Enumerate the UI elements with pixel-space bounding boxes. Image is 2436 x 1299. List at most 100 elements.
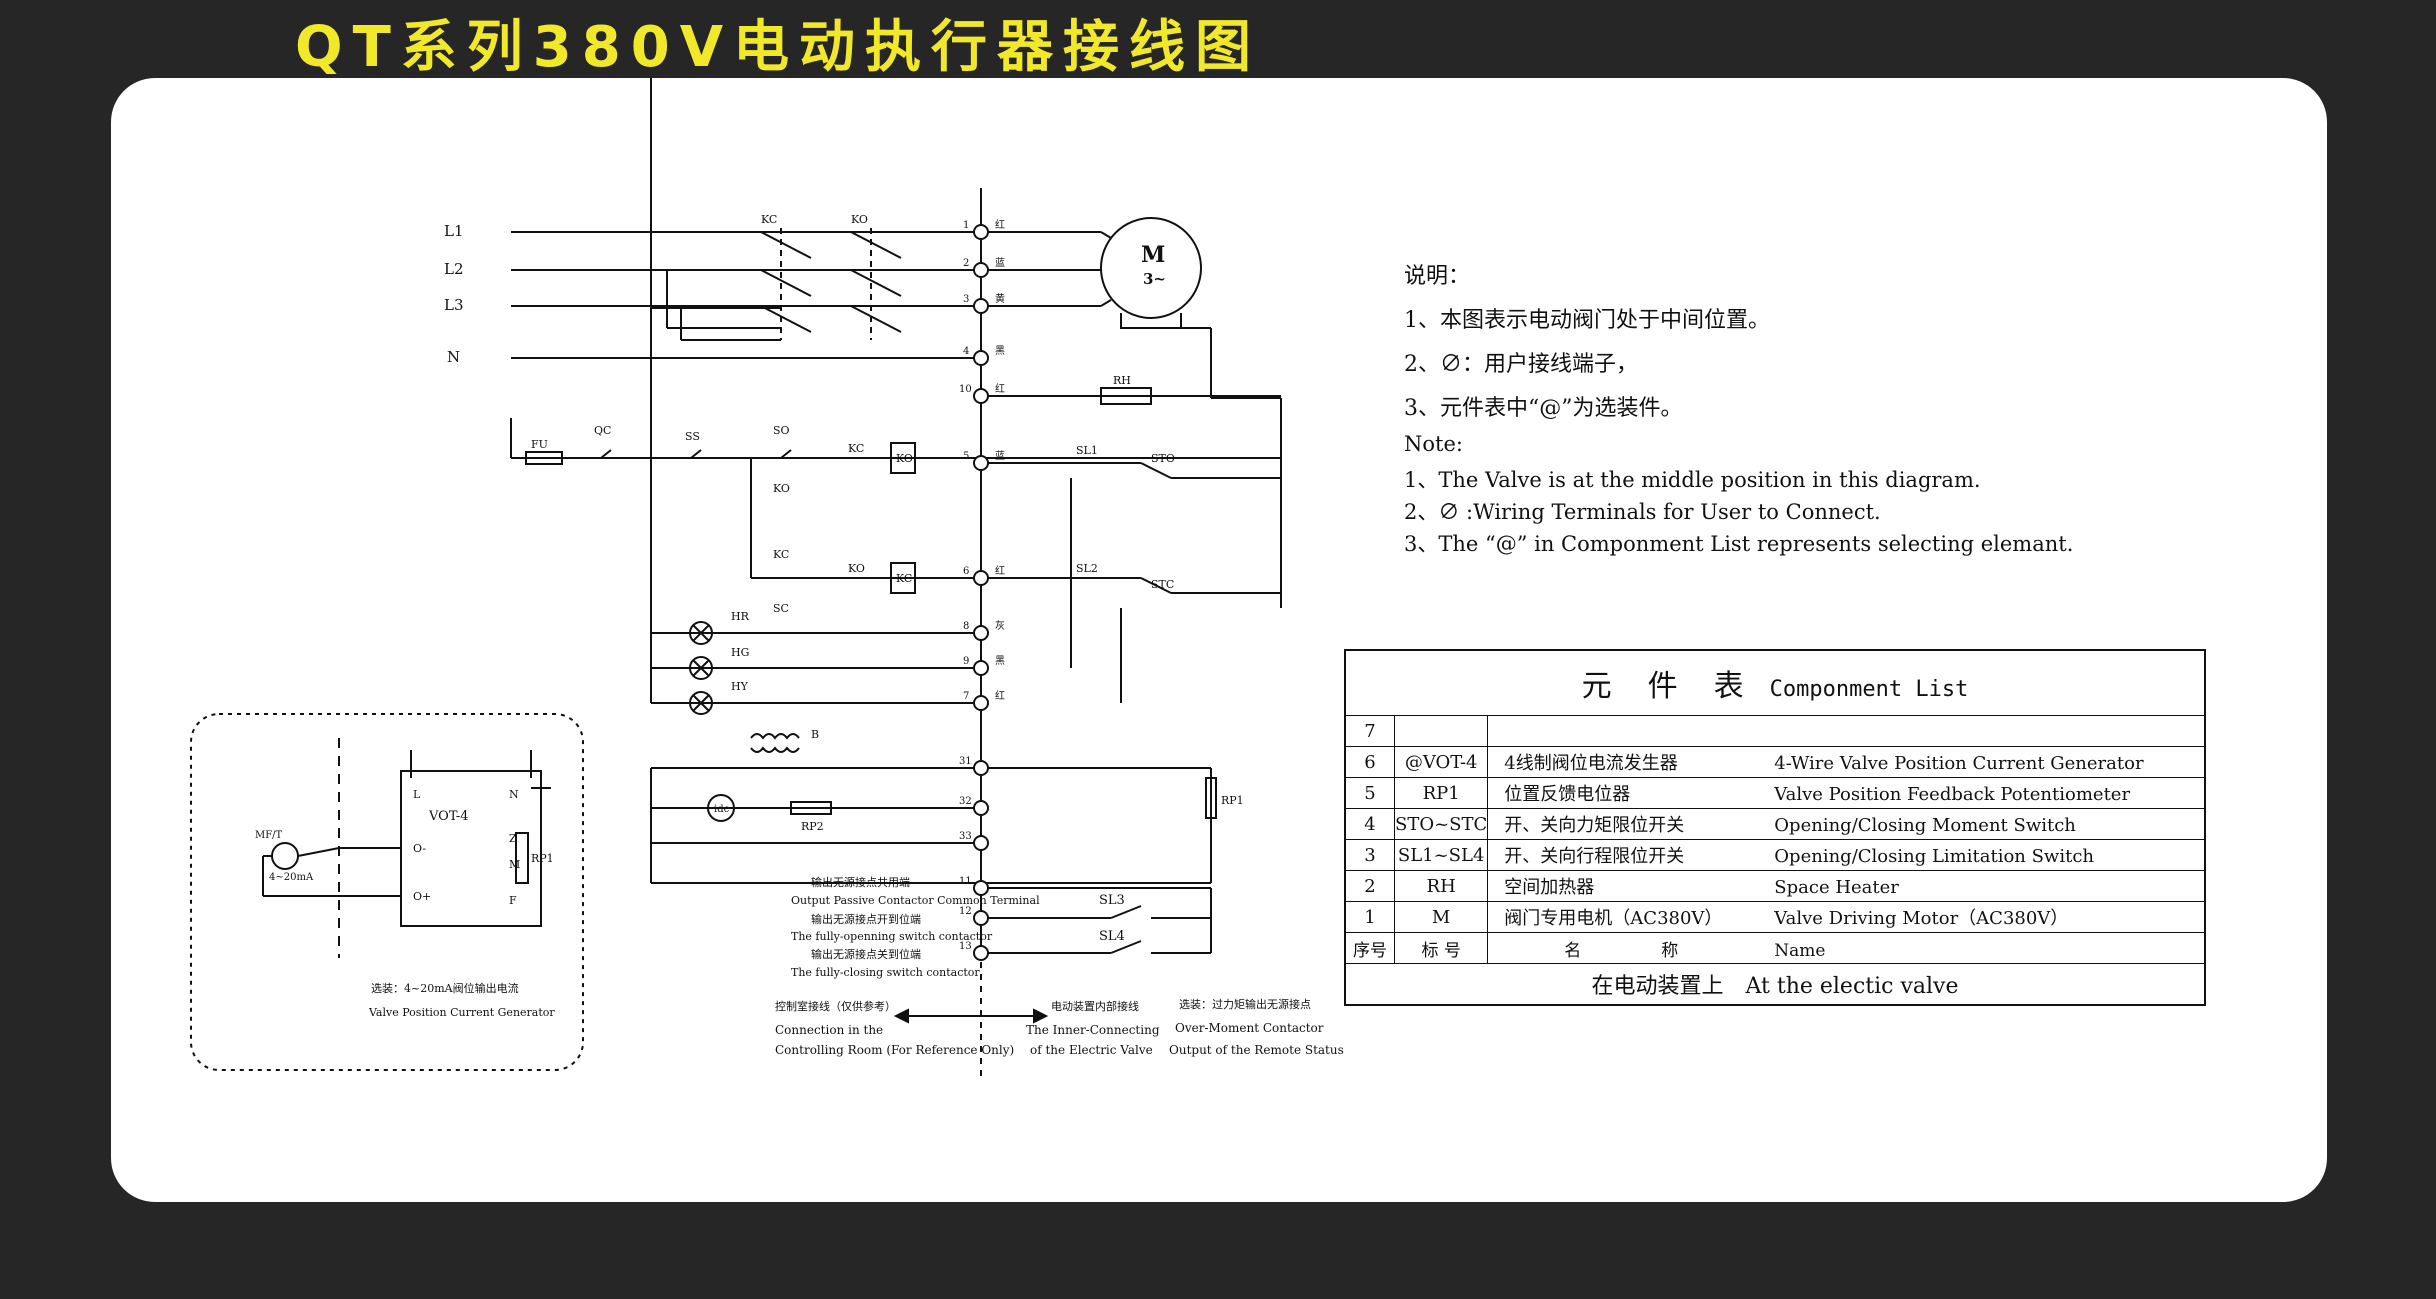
label-hr: HR	[731, 610, 750, 623]
wire-color-7: 红	[995, 689, 1005, 702]
label-idc: idc	[714, 804, 730, 815]
vot-terminal-n: N	[509, 788, 519, 801]
row-no: 1	[1344, 901, 1395, 933]
label-rp1: RP1	[1221, 794, 1244, 807]
row-no: 2	[1344, 870, 1395, 902]
wire-color-3: 黄	[995, 292, 1005, 305]
label-kc: KC	[848, 442, 864, 455]
wire-color-1: 红	[995, 218, 1005, 231]
label-so: SO	[773, 424, 790, 437]
row-name: 4线制阀位电流发生器 4-Wire Valve Position Current …	[1487, 746, 2206, 778]
label-sl3: SL3	[1099, 893, 1125, 908]
header-no: 序号	[1344, 932, 1395, 964]
wire-color-8: 灰	[995, 619, 1005, 632]
row-symbol: RH	[1393, 870, 1489, 902]
label-kc-aux: KC	[773, 548, 789, 561]
terminal-12: 12	[959, 906, 972, 917]
terminal-3: 3	[963, 294, 969, 305]
caption-inner-cn: 电动装置内部接线	[1051, 999, 1139, 1013]
diagram-panel: L1 L2 L3 N KC KO M 3~ RH FU QC SS SO KC …	[111, 78, 2327, 1202]
row-symbol: STO~STC	[1393, 808, 1489, 840]
vot-caption-en: Valve Position Current Generator	[368, 1006, 555, 1019]
terminal-2: 2	[963, 258, 969, 269]
component-table-title-cn-2: 件	[1647, 669, 1678, 704]
table-row: 1 M 阀门专用电机（AC380V）Valve Driving Motor（AC…	[1344, 901, 2206, 933]
row-name-cn: 位置反馈电位器	[1504, 784, 1631, 805]
row-no: 7	[1344, 715, 1395, 747]
label-l2: L2	[444, 260, 464, 278]
vot-terminal-f: F	[509, 894, 517, 907]
terminal-33: 33	[959, 831, 972, 842]
label-fu: FU	[531, 438, 548, 451]
label-kc-main: KC	[761, 213, 777, 226]
row-name-en: Valve Driving Motor（AC380V）	[1774, 908, 2069, 929]
motor-sub: 3~	[1143, 270, 1166, 288]
row-symbol: SL1~SL4	[1393, 839, 1489, 871]
note-cn-1: 1、本图表示电动阀门处于中间位置。	[1404, 308, 1770, 333]
wire-color-5: 蓝	[995, 450, 1005, 462]
terminal-11: 11	[959, 876, 972, 887]
note-en-heading: Note:	[1404, 432, 1463, 456]
component-table-title-cn-3: 表	[1713, 669, 1744, 704]
note-cn-heading: 说明：	[1404, 264, 1471, 289]
terminal-6: 6	[963, 566, 969, 577]
label-qc: QC	[594, 424, 611, 437]
header-name-cn-2: 称	[1661, 940, 1679, 961]
vot-meter: MF/T	[255, 830, 283, 841]
label-n: N	[447, 348, 460, 366]
note-en-1: 1、The Valve is at the middle position in…	[1404, 468, 1981, 492]
row-symbol: RP1	[1393, 777, 1489, 809]
row-name-cn: 4线制阀位电流发生器	[1504, 753, 1678, 774]
label-ss: SS	[685, 430, 700, 443]
row-name-en: 4-Wire Valve Position Current Generator	[1774, 753, 2144, 774]
label-stc: STC	[1151, 578, 1174, 591]
caption-over-en-2: Output of the Remote Status	[1169, 1043, 1344, 1057]
caption-over-en-1: Over-Moment Contactor	[1175, 1021, 1324, 1035]
terminal-5: 5	[963, 451, 969, 462]
caption-inner-en-2: of the Electric Valve	[1030, 1043, 1153, 1057]
caption-close-cn: 输出无源接点关到位端	[811, 947, 921, 961]
vot-terminal-z: Z	[509, 832, 517, 845]
caption-inner-en-1: The Inner-Connecting	[1026, 1023, 1160, 1037]
caption-control-cn: 控制室接线（仅供参考）	[775, 999, 896, 1013]
page-title: QT系列380V电动执行器接线图	[295, 15, 1262, 80]
row-name	[1487, 715, 2206, 747]
vot-label: VOT-4	[428, 809, 468, 824]
motor-label: M	[1141, 242, 1165, 268]
label-ko: KO	[896, 452, 913, 465]
vot-caption-cn: 选装：4~20mA阀位输出电流	[371, 981, 519, 995]
note-en-3: 3、The “@” in Componment List represents …	[1404, 532, 2074, 556]
footer-en: At the electic valve	[1745, 974, 1959, 999]
note-cn-3: 3、元件表中“@”为选装件。	[1404, 396, 1683, 421]
terminal-1: 1	[963, 220, 969, 231]
header-name-cn: 名称	[1504, 936, 1774, 961]
label-sl1: SL1	[1076, 444, 1098, 457]
label-rh: RH	[1113, 374, 1131, 387]
terminal-7: 7	[963, 691, 969, 702]
row-name-cn: 开、关向力矩限位开关	[1504, 815, 1685, 836]
vot-terminal-l: L	[413, 788, 421, 801]
vot-terminal-o-plus: O+	[413, 890, 431, 903]
label-l1: L1	[444, 222, 464, 240]
label-ko-main: KO	[851, 213, 868, 226]
caption-control-en-2: Controlling Room (For Reference Only)	[775, 1043, 1014, 1057]
caption-over-cn: 选装：过力矩输出无源接点	[1179, 997, 1311, 1011]
terminal-32: 32	[959, 796, 972, 807]
header-name-cn-1: 名	[1564, 940, 1582, 961]
terminal-8: 8	[963, 621, 969, 632]
row-no: 6	[1344, 746, 1395, 778]
label-sto: STO	[1151, 452, 1175, 465]
header-name-en: Name	[1774, 940, 1826, 961]
caption-close-en: The fully-closing switch contactor	[791, 966, 980, 979]
label-kc-coil: KC	[896, 572, 912, 585]
terminal-31: 31	[959, 756, 972, 767]
